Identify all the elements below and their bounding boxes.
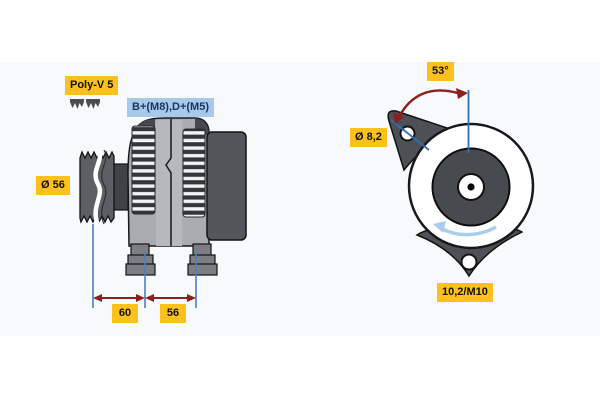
belt-profile-icon: [86, 99, 100, 109]
dimension-60-label: 60: [112, 304, 138, 323]
mounting-foot-right: [187, 243, 218, 276]
angle-arc: [393, 88, 468, 124]
belt-type-label: Poly-V 5: [65, 76, 119, 95]
extension-lines: [92, 224, 197, 308]
mounting-hole-bottom: [460, 253, 478, 271]
pulley-break-edge: [101, 149, 107, 225]
pulley-break-line: [93, 147, 103, 226]
mount-angle-label: 53°: [427, 62, 454, 81]
center-rib: [156, 120, 182, 246]
front-view: [387, 88, 535, 278]
side-view: [70, 99, 247, 308]
pulley-diameter-label: Ø 56: [36, 176, 70, 195]
shaft-hub: [112, 163, 129, 211]
hole-diameter-label: Ø 8,2: [350, 128, 387, 147]
dimension-arrow-60: [93, 294, 145, 302]
hole-axis-line: [390, 119, 430, 151]
terminals-label: B+(M8),D+(M5): [127, 98, 215, 117]
housing-split-line: [165, 119, 172, 246]
cooling-fins-front: [131, 125, 156, 215]
dimension-arrow-56: [145, 294, 196, 302]
rear-cover: [206, 131, 247, 241]
belt-profile-icon: [70, 99, 84, 109]
mounting-foot-left: [125, 243, 156, 276]
shaft-center-dot: [467, 183, 475, 191]
rotation-direction-arrow-icon: [433, 221, 497, 237]
mount-spec-label: 10,2/M10: [437, 283, 493, 302]
cooling-fins-rear: [182, 128, 206, 218]
dimension-56-label: 56: [160, 304, 186, 323]
